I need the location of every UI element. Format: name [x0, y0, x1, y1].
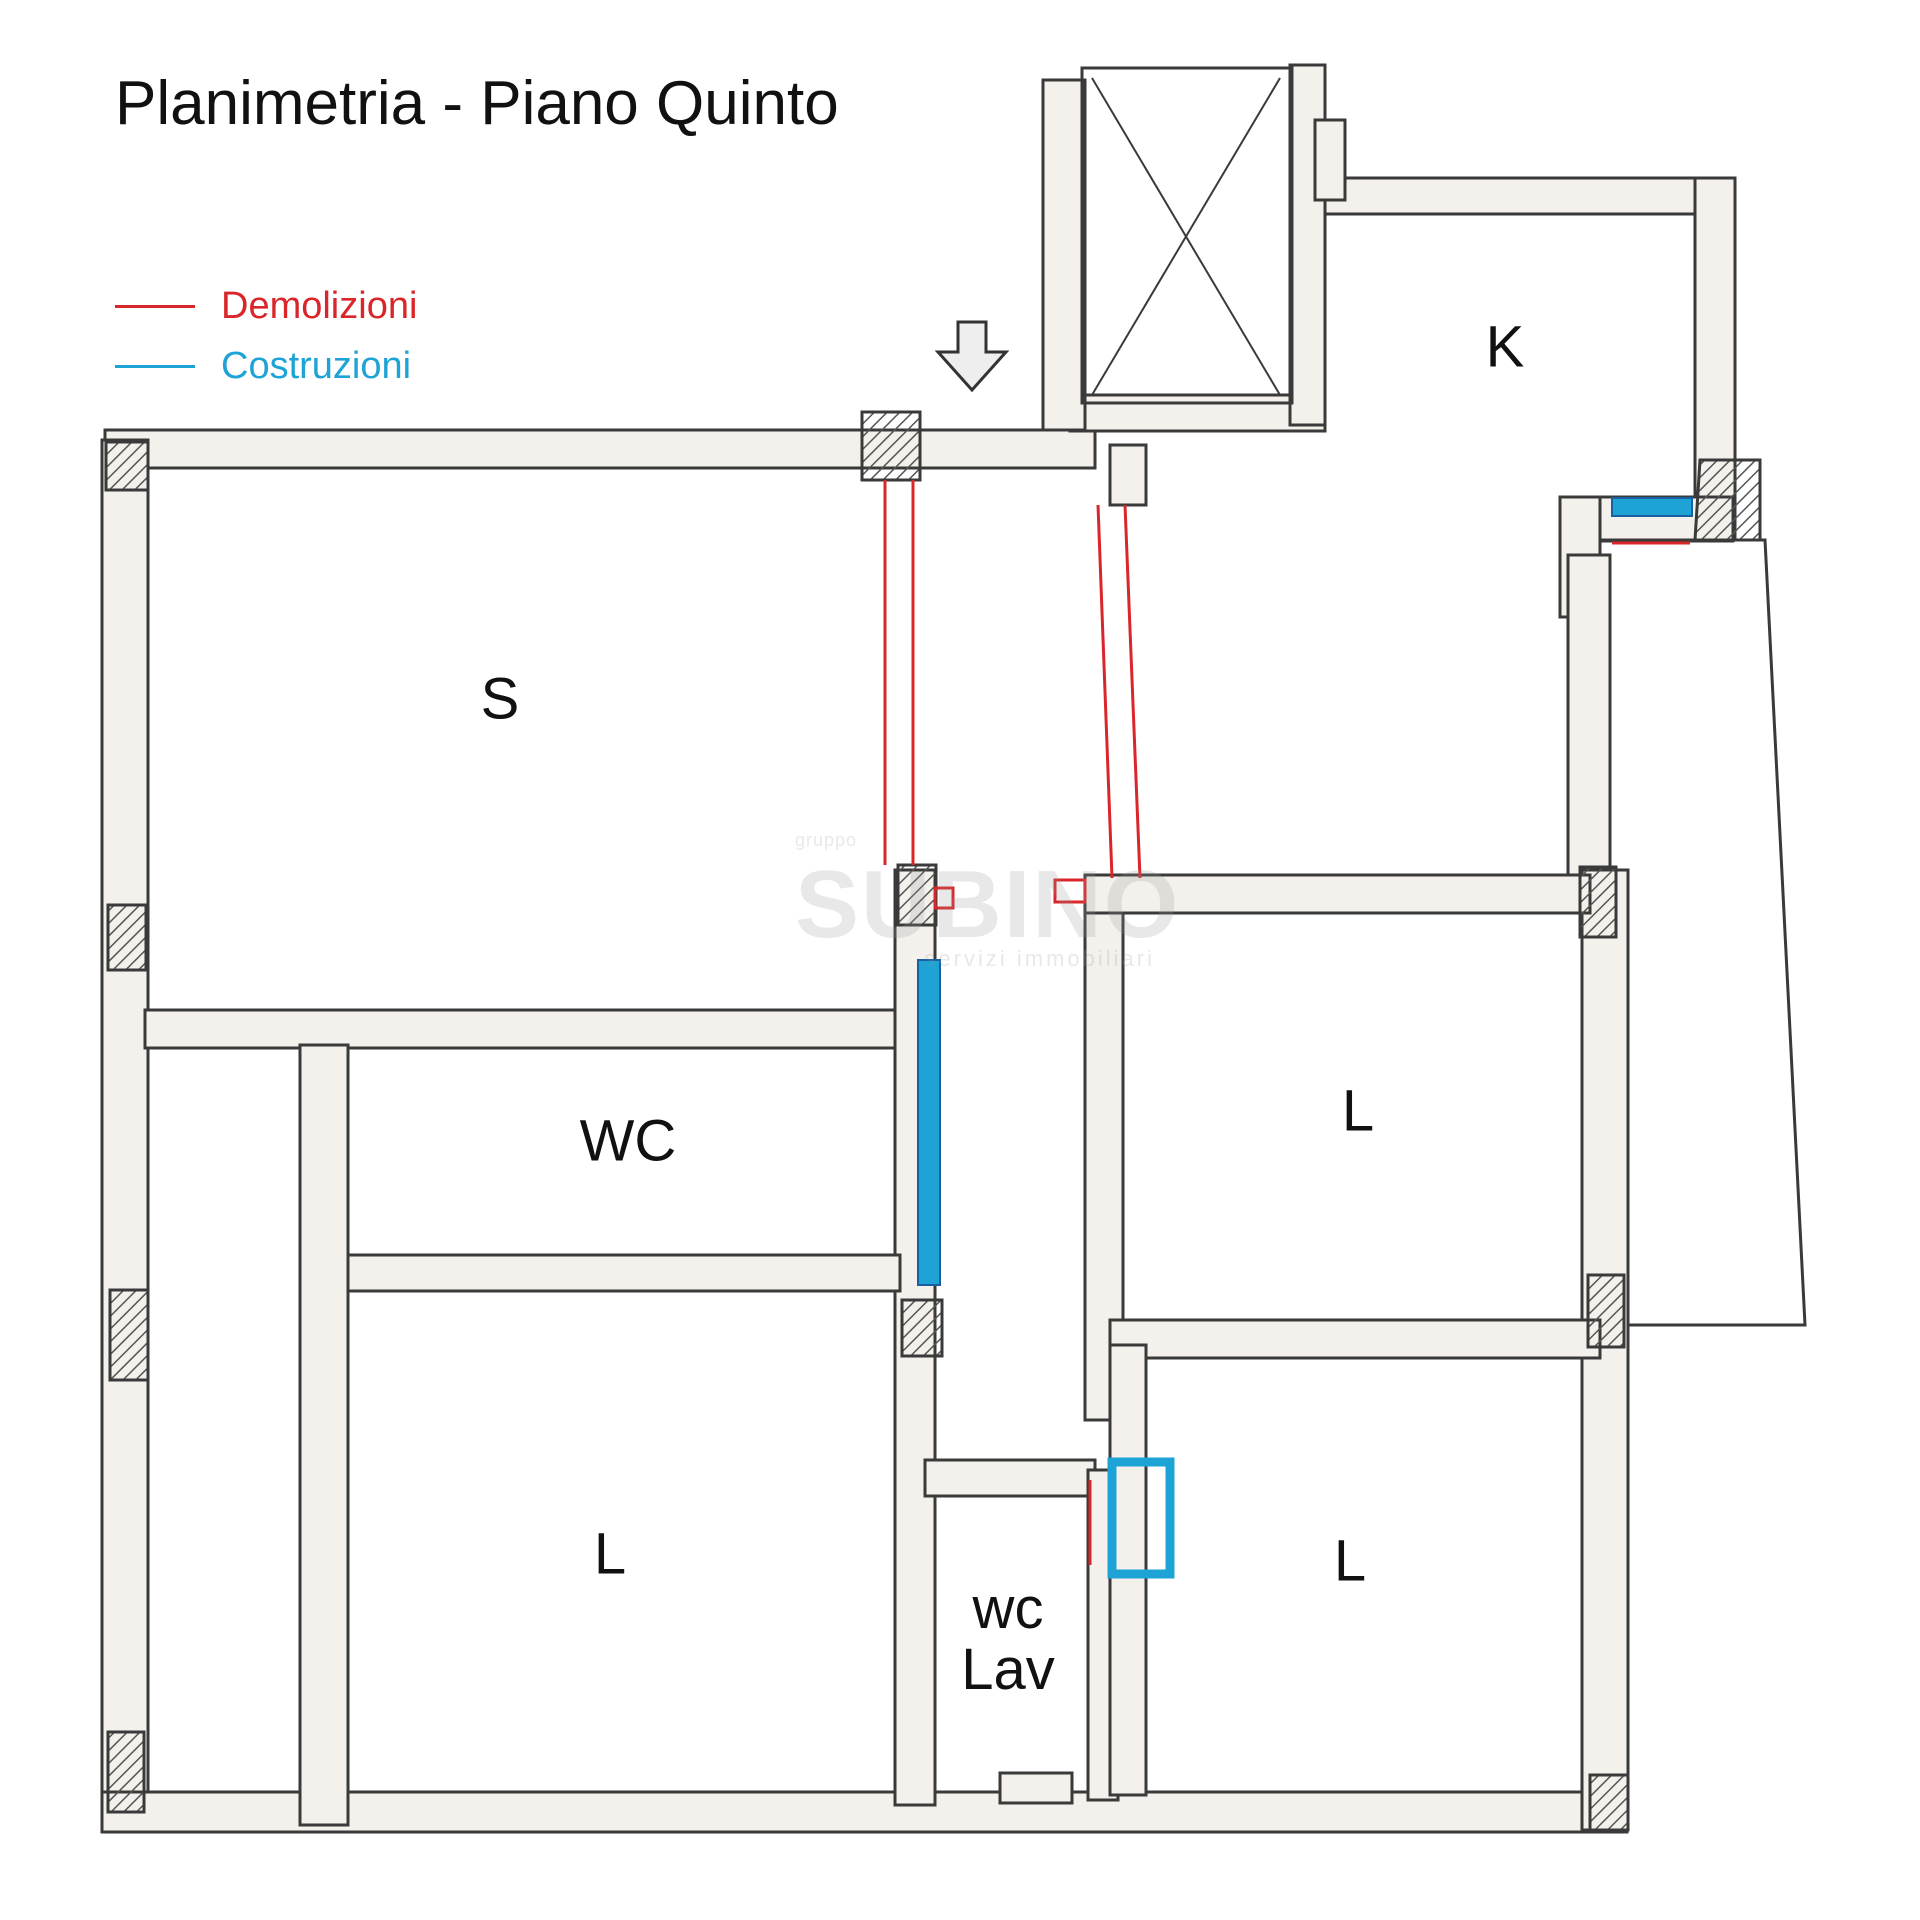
wall-corridor-stub — [1108, 443, 1148, 507]
room-label-bedroom-left: L — [593, 1521, 627, 1587]
room-label-kitchen: K — [1485, 314, 1525, 380]
wall-wc-south — [343, 1253, 902, 1293]
door-threshold — [998, 1771, 1074, 1805]
wall-bed-divider — [1108, 1318, 1602, 1360]
watermark-bottom: servizi immobiliari — [924, 946, 1155, 971]
legend-label-construction: Costruzioni — [221, 345, 412, 387]
construction-swatch — [115, 365, 195, 368]
wall-wc-west — [298, 1043, 350, 1827]
wall-north-stub — [1313, 118, 1347, 202]
wall-shaft-left — [1041, 78, 1087, 432]
wall-north-mid — [1068, 393, 1327, 433]
wall-kitchen-south — [1083, 873, 1592, 915]
room-label-bedroom-right-bottom: L — [1333, 1528, 1367, 1594]
elevator-shaft — [1080, 66, 1294, 405]
wall-smallwc-north — [923, 1458, 1097, 1498]
legend-label-demolition: Demolizioni — [221, 285, 418, 327]
small-bath-line1: wc — [972, 1576, 1044, 1642]
walls — [100, 63, 1737, 1834]
entrance-arrow-icon — [934, 320, 1010, 393]
room-label-small-bath: wc Lav — [961, 1576, 1055, 1702]
watermark-top: gruppo — [795, 830, 858, 850]
legend-item-demolition: Demolizioni — [115, 285, 417, 328]
page-title: Planimetria - Piano Quinto — [115, 69, 839, 138]
wall-kitchen-north — [1318, 176, 1734, 216]
room-label-living: S — [480, 666, 520, 732]
construction-marks — [917, 497, 1693, 1579]
wall-east-mid — [1566, 553, 1612, 897]
legend-item-construction: Costruzioni — [115, 345, 411, 388]
wall-west — [100, 438, 150, 1832]
demolition-swatch — [115, 305, 195, 308]
structural-columns — [104, 410, 1762, 1832]
small-bath-line2: Lav — [961, 1637, 1055, 1702]
watermark-main: SUBINO — [795, 851, 1181, 958]
watermark: gruppo SUBINO servizi immobiliari — [795, 830, 1178, 972]
room-label-bathroom: WC — [579, 1108, 677, 1174]
room-label-bedroom-right-top: L — [1341, 1078, 1375, 1144]
balcony-edge — [1600, 538, 1807, 1327]
wall-north-left — [103, 428, 1097, 470]
wall-living-south — [143, 1008, 897, 1050]
